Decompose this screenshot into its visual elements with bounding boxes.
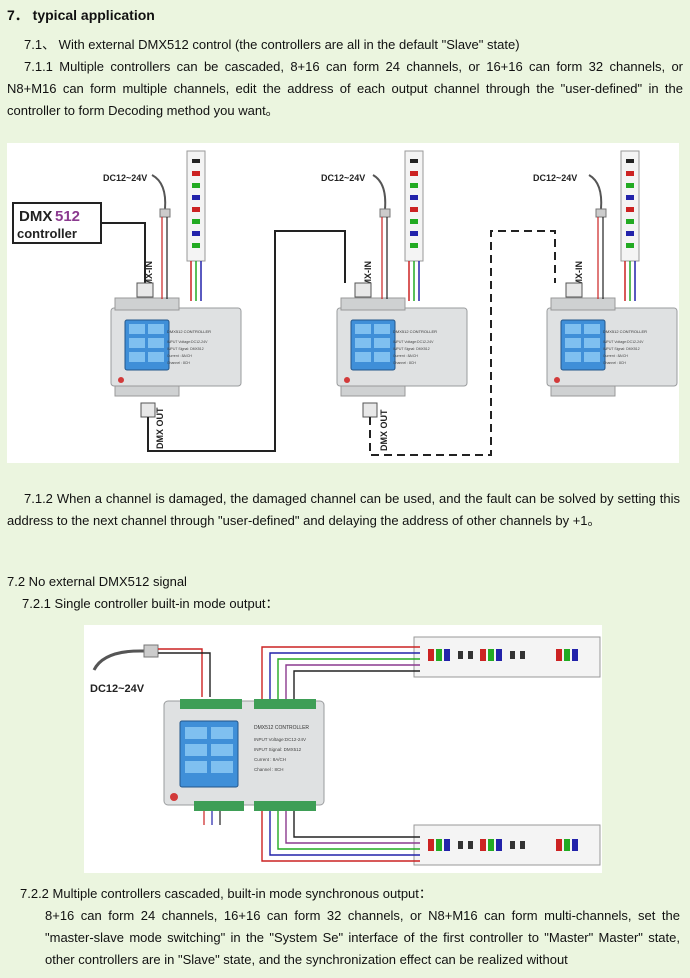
- power-label-3: DC12~24V: [533, 173, 577, 183]
- power-label-2: DC12~24V: [321, 173, 365, 183]
- terminal-bottom-left: [194, 801, 244, 811]
- spec-1-d: Channel : 8CH: [167, 361, 190, 365]
- figure-dmx-cascade: DMX 512 controller DMX512 CONTROLLER DMX…: [7, 143, 679, 463]
- terminal-top-right: [254, 699, 316, 709]
- terminal-bottom-right: [254, 801, 316, 811]
- spec-2-b: INPUT Signal: DMX512: [393, 347, 430, 351]
- spec-line-2: INPUT Signal: DMX512: [254, 747, 302, 752]
- dmx-out-label-2: DMX OUT: [379, 409, 389, 451]
- power-label-1: DC12~24V: [103, 173, 147, 183]
- dmx-out-label-1: DMX OUT: [155, 407, 165, 449]
- section-7-2-heading: 7.2 No external DMX512 signal: [7, 574, 187, 589]
- dmx-box-line1-b: 512: [55, 208, 80, 225]
- spec-2-a: INPUT Voltage:DC12-24V: [393, 340, 434, 344]
- paragraph-7-2-2-body: 8+16 can form 24 channels, 16+16 can for…: [45, 908, 680, 967]
- section-title: 7． typical application: [7, 7, 155, 23]
- dmx-box-line2: controller: [17, 226, 77, 241]
- paragraph-7-1-2: 7.1.2 When a channel is damaged, the dam…: [7, 491, 680, 528]
- spec-1-a: INPUT Voltage:DC12-24V: [167, 340, 208, 344]
- dmx-box-line1-a: DMX: [19, 208, 52, 225]
- spec-3-a: INPUT Voltage:DC12-24V: [603, 340, 644, 344]
- spec-3-b: INPUT Signal: DMX512: [603, 347, 640, 351]
- spec-2-c: Current : 8A/CH: [393, 354, 418, 358]
- figure-single-controller: DC12~24V DMX512 CONTROLLER INPUT Voltage…: [84, 625, 602, 873]
- spec-line-3: Current : 8A/CH: [254, 757, 286, 762]
- section-7-1-heading: 7.1、 With external DMX512 control (the c…: [24, 37, 520, 52]
- paragraph-7-2-1: 7.2.1 Single controller built-in mode ou…: [22, 596, 279, 611]
- spec-line-4: Channel : 8CH: [254, 767, 284, 772]
- controller-title-1: DMX512 CONTROLLER: [167, 329, 211, 334]
- spec-1-b: INPUT Signal: DMX512: [167, 347, 204, 351]
- spec-3-d: Channel : 8CH: [603, 361, 626, 365]
- paragraph-7-1-1: 7.1.1 Multiple controllers can be cascad…: [7, 59, 683, 118]
- dmx-in-label-3: DMX-IN: [574, 261, 584, 293]
- controller-title-2: DMX512 CONTROLLER: [393, 329, 437, 334]
- terminal-top-left: [180, 699, 242, 709]
- paragraph-7-2-2-heading: 7.2.2 Multiple controllers cascaded, bui…: [20, 886, 432, 901]
- controller-title: DMX512 CONTROLLER: [254, 725, 309, 731]
- controller-title-3: DMX512 CONTROLLER: [603, 329, 647, 334]
- dmx512-controller-box: [12, 202, 102, 244]
- spec-1-c: Current : 8A/CH: [167, 354, 192, 358]
- power-label: DC12~24V: [90, 683, 145, 695]
- spec-line-1: INPUT Voltage:DC12-24V: [254, 737, 306, 742]
- spec-3-c: Current : 8A/CH: [603, 354, 628, 358]
- dmx-in-label-1: DMX-IN: [144, 261, 154, 293]
- spec-2-d: Channel : 8CH: [393, 361, 416, 365]
- dmx-in-label-2: DMX-IN: [363, 261, 373, 293]
